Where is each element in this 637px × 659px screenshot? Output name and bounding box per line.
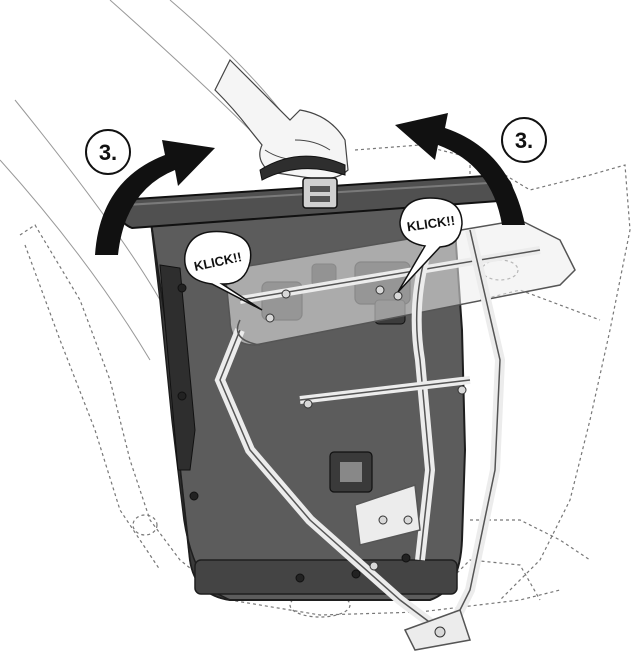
right-klick-callout: KLICK!! xyxy=(397,197,463,293)
rack-top-frame xyxy=(224,219,576,346)
rack-bracket xyxy=(354,483,421,546)
bag-bottom-edge xyxy=(194,559,458,595)
bag-handle xyxy=(259,155,346,181)
bag-rivets xyxy=(177,283,411,583)
bag-side-panel xyxy=(149,214,231,601)
bag-side-strap xyxy=(159,264,196,471)
rack-bolts xyxy=(265,285,467,638)
left-klick-callout: KLICK!! xyxy=(184,230,263,311)
right-step-marker: 3. xyxy=(501,117,547,163)
left-rotation-arrow xyxy=(95,140,215,255)
right-step-label: 3. xyxy=(515,128,533,153)
bag-buckle xyxy=(302,177,338,209)
right-klick-text: KLICK!! xyxy=(406,213,456,235)
left-step-label: 3. xyxy=(99,140,117,165)
bike-rack xyxy=(214,219,576,651)
right-rotation-arrow xyxy=(395,113,525,225)
left-step-marker: 3. xyxy=(85,129,131,175)
